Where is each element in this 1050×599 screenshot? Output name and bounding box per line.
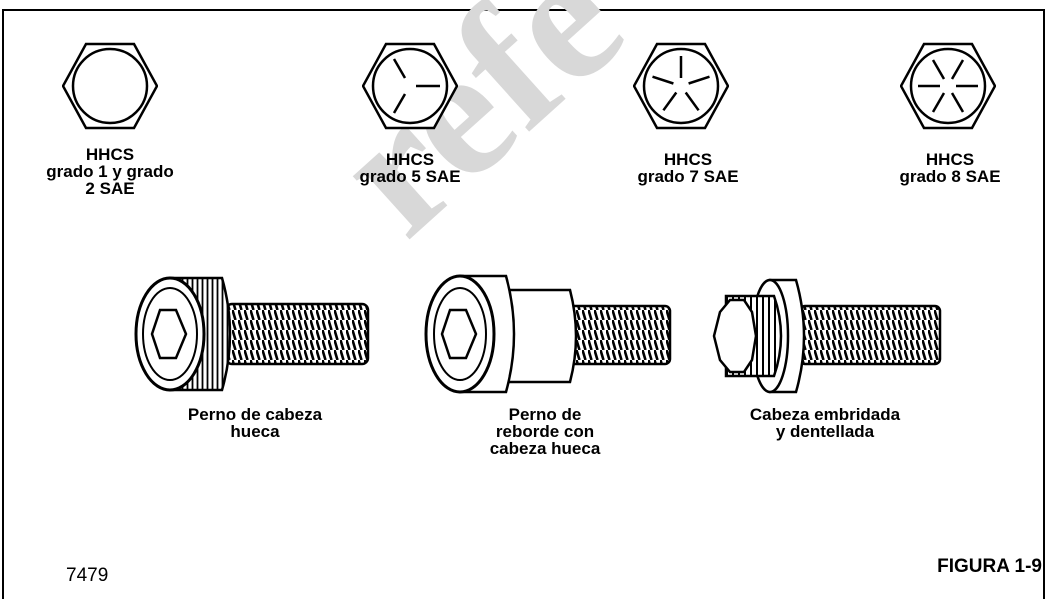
figure-title: FIGURA 1-9 (937, 556, 1042, 577)
hex-label-grade-7: HHCS grado 7 SAE (637, 150, 739, 186)
figure-frame (2, 9, 1045, 599)
hex-head-grade-5-icon (362, 42, 458, 130)
bolt-label-shoulder-socket: Perno de reborde con cabeza hueca (489, 405, 601, 458)
hex-head-grade-1-2-icon (62, 42, 158, 130)
hex-label-grade-8: HHCS grado 8 SAE (899, 150, 1001, 186)
flanged-12-point-bolt-icon (712, 278, 942, 394)
hex-head-grade-8-icon (900, 42, 996, 130)
shoulder-socket-bolt-icon (424, 274, 672, 394)
bolt-label-socket-head: Perno de cabeza hueca (187, 405, 323, 441)
hex-label-grade-1-2: HHCS grado 1 y grado 2 SAE (46, 145, 174, 198)
reference-number: 7479 (66, 565, 109, 586)
hex-head-grade-7-icon (633, 42, 729, 130)
hex-label-grade-5: HHCS grado 5 SAE (359, 150, 461, 186)
socket-head-cap-screw-icon (134, 276, 370, 392)
bolt-label-flanged-12-point: Cabeza embridada y dentellada (749, 405, 901, 441)
